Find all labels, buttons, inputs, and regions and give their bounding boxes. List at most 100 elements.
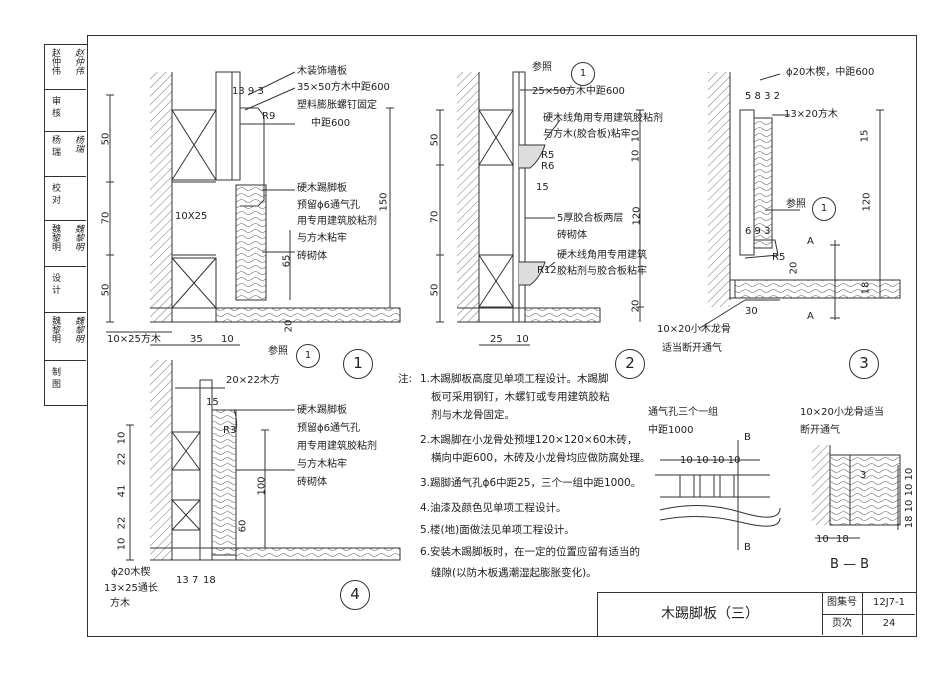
note-line: 1.木踢脚板高度见单项工程设计。木踢脚: [420, 373, 609, 385]
dim-22a-4: 22: [116, 452, 128, 466]
dim-top-1: 13 9 3: [232, 86, 264, 97]
bb-dim-10: 10: [816, 534, 829, 545]
ref-circle-3: 1: [812, 197, 836, 221]
plywood-label: 5厚胶合板两层: [557, 213, 624, 224]
dowel-label-4: ϕ20木楔: [111, 567, 151, 578]
dim-60-4: 60: [237, 519, 249, 533]
strip-signature: 魏黎明: [73, 224, 83, 251]
strip-label: 魏黎明: [50, 316, 60, 343]
molding-label-b2: 胶粘剂与胶合板粘牢: [557, 266, 647, 277]
masonry-label-4: 砖砌体: [297, 477, 327, 488]
keel-label: 10×20小木龙骨: [657, 324, 731, 335]
dim-r12-2: R12: [537, 265, 557, 276]
title-block-divider: [822, 614, 915, 615]
batten-label-4: 20×22木方: [226, 375, 280, 386]
batten-label: 35×50方木中距600: [297, 82, 390, 93]
glue-label-4b: 与方木粘牢: [297, 459, 347, 470]
strip-label: 魏黎明: [50, 224, 60, 251]
dim-50-upper-2: 50: [429, 133, 441, 147]
detail-1-drawing: [106, 71, 401, 346]
dim-100-4: 100: [256, 476, 268, 496]
dim-70: 70: [100, 211, 112, 225]
drawing-title: 木踢脚板（三）: [598, 593, 823, 635]
detail-number-1: 1: [343, 349, 373, 379]
dim-r5-3: R5: [772, 252, 786, 263]
finish-board-label: 木装饰墙板: [297, 66, 347, 77]
dim-50-lower: 50: [100, 283, 112, 297]
batten-label-3: 13×20方木: [784, 109, 838, 120]
strip-cell: 制 图: [45, 361, 86, 405]
strip-cell: 设 计: [45, 267, 86, 313]
vent-group-title: 通气孔三个一组: [648, 407, 718, 418]
detail-3-drawing: [699, 72, 901, 329]
dim-30-3: 30: [745, 306, 758, 317]
section-a-bottom: A: [807, 311, 814, 322]
dim-35: 35: [190, 334, 203, 345]
molding-label-b: 硬木线角用专用建筑: [557, 250, 647, 261]
vent-mark-b-bottom: B: [744, 542, 751, 553]
bb-caption: B — B: [830, 557, 870, 572]
dim-70-2: 70: [429, 210, 441, 224]
notes-prefix: 注:: [398, 373, 413, 385]
strip-cell: 赵仲伟 赵仲伟: [45, 45, 86, 90]
dim-r6-2: R6: [541, 161, 555, 172]
page-value: 24: [882, 618, 896, 629]
ref-circle-4: 1: [296, 344, 320, 368]
strip-signature: 杨瑞: [73, 135, 83, 153]
masonry-label-2: 砖砌体: [557, 230, 587, 241]
vent-label: 预留ϕ6通气孔: [297, 200, 360, 211]
dim-41-4: 41: [116, 484, 128, 498]
strip-label: 赵仲伟: [50, 48, 60, 75]
masonry-label: 砖砌体: [297, 251, 327, 262]
anchor-spacing-label: 中距600: [311, 118, 351, 129]
bb-dim-side: 18 10 10 10: [904, 467, 916, 529]
molding-label: 硬木线角用专用建筑胶粘剂: [543, 113, 663, 124]
section-size-label: 10X25: [175, 211, 208, 222]
section-a-top: A: [807, 236, 814, 247]
dim-50-lower-2: 50: [429, 283, 441, 297]
ref-circle-2: 1: [571, 62, 595, 86]
strip-label: 校 对: [50, 183, 60, 204]
batten-label-2: 25×50方木中距600: [532, 86, 625, 97]
dim-25-2: 25: [490, 334, 503, 345]
dim-10a-2: 10: [630, 129, 642, 143]
dim-7-4: 7: [192, 575, 199, 586]
keel-label-2: 适当断开通气: [662, 343, 722, 354]
dim-20-2: 20: [630, 299, 642, 313]
dim-22b-4: 22: [116, 516, 128, 530]
anchor-label: 塑料膨胀螺钉固定: [297, 100, 377, 111]
dim-20: 20: [283, 319, 295, 333]
strip-signature: 赵仲伟: [73, 48, 83, 75]
bb-dim-3: 3: [860, 470, 867, 481]
atlas-label: 图集号: [827, 597, 857, 608]
dim-15-4: 15: [206, 397, 219, 408]
strip-cell: 审 核: [45, 90, 86, 132]
strip-cell: 魏黎明 魏黎明: [45, 313, 86, 361]
vent-mark-b-top: B: [744, 432, 751, 443]
atlas-value: 12J7-1: [872, 597, 905, 608]
vent-dims: 10 10 10 10: [680, 455, 741, 466]
dim-15-3: 15: [859, 129, 871, 143]
strip-cell: 校 对: [45, 177, 86, 221]
strip-signature: 魏黎明: [73, 316, 83, 343]
dim-10b-4: 10: [116, 537, 128, 551]
ref-label-2: 参照: [532, 62, 552, 73]
strip-label: 杨 瑞: [50, 135, 60, 156]
dim-18-3: 18: [860, 281, 872, 295]
dim-20-3: 20: [788, 261, 800, 275]
note-line: 板可采用钢钉，木螺钉或专用建筑胶粘: [431, 391, 610, 403]
molding-label-2: 与方木(胶合板)粘牢: [543, 129, 631, 140]
dim-top-3: 5 8 3 2: [745, 91, 780, 102]
dim-13-4: 13: [176, 575, 189, 586]
dim-10-2: 10: [516, 334, 529, 345]
dim-10a-4: 10: [116, 431, 128, 445]
masonry-hatch-1: [150, 72, 172, 322]
dim-50-upper: 50: [100, 132, 112, 146]
dim-15-2: 15: [536, 182, 549, 193]
note-line: 缝隙(以防木板遇潮湿起膨胀变化)。: [431, 567, 597, 579]
dim-65: 65: [281, 254, 293, 268]
note-line: 5.楼(地)面做法见单项工程设计。: [420, 524, 575, 536]
dim-10b-2: 10: [630, 149, 642, 163]
